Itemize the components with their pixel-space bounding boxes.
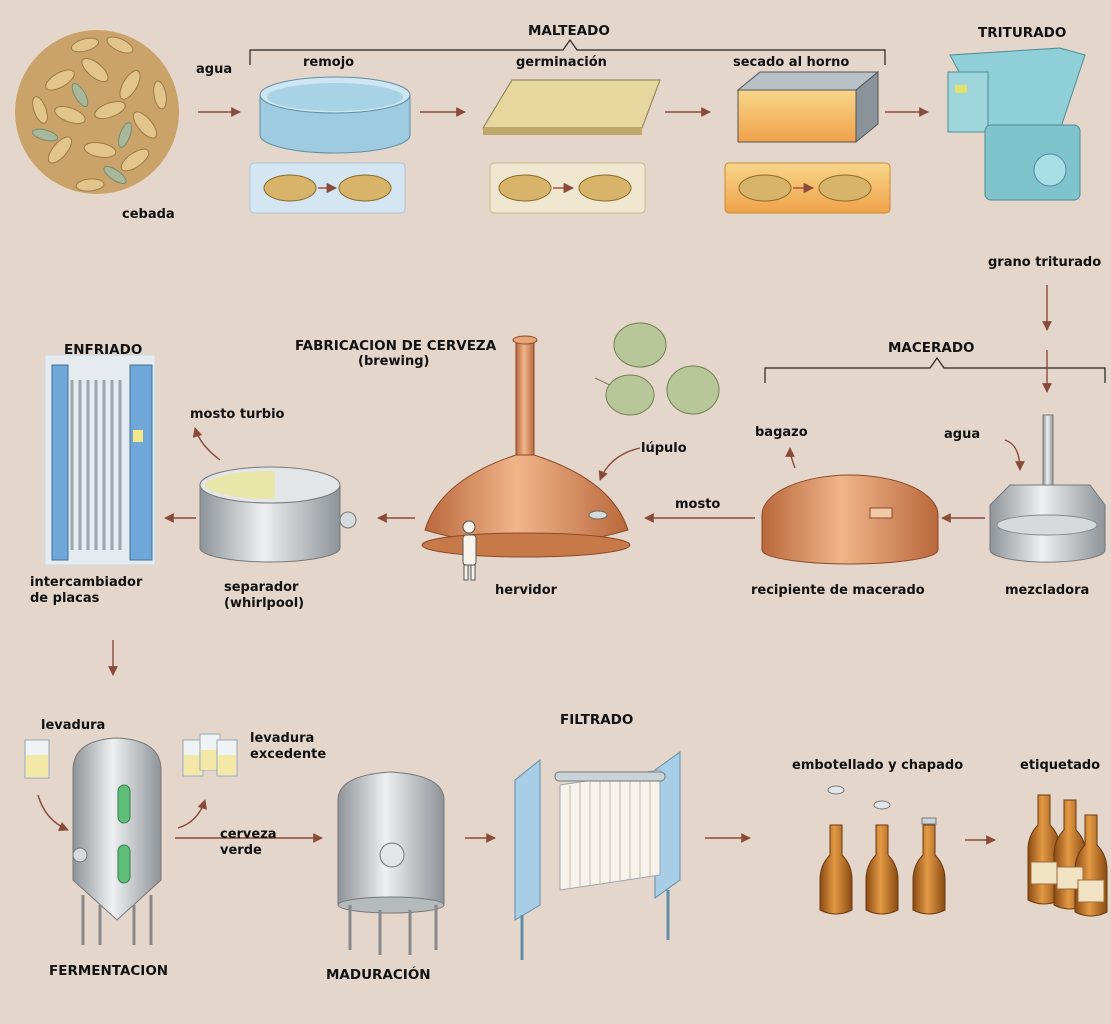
section-triturado: TRITURADO xyxy=(978,25,1066,41)
label-hervidor: hervidor xyxy=(495,583,557,599)
bottling-bottles xyxy=(820,786,945,914)
section-fabricacion: FABRICACION DE CERVEZA xyxy=(295,338,496,354)
label-cerveza-verde: cerveza verde xyxy=(220,827,277,859)
label-embotellado: embotellado y chapado xyxy=(792,758,963,774)
label-agua-mid: agua xyxy=(944,427,980,443)
grain-mill xyxy=(948,48,1085,200)
label-remojo: remojo xyxy=(303,55,354,71)
yeast-glass xyxy=(25,740,49,778)
arrow-yeast-in xyxy=(38,795,68,830)
filter-press xyxy=(515,752,680,960)
section-malteado: MALTEADO xyxy=(528,23,610,39)
label-agua-top: agua xyxy=(196,62,232,78)
lauter-tun xyxy=(762,475,938,564)
fermentation-tank xyxy=(73,738,161,945)
label-germinacion: germinación xyxy=(516,55,607,71)
label-grano-triturado: grano triturado xyxy=(988,255,1101,271)
label-separador: separador (whirlpool) xyxy=(224,580,304,612)
section-fermentacion: FERMENTACION xyxy=(49,963,168,979)
label-etiquetado: etiquetado xyxy=(1020,758,1100,774)
label-intercambiador: intercambiador de placas xyxy=(30,575,142,607)
arrow-yeast-out xyxy=(178,800,205,828)
label-cebada: cebada xyxy=(122,207,175,223)
label-mezcladora: mezcladora xyxy=(1005,583,1089,599)
hop-cones xyxy=(595,323,719,415)
plate-heat-exchanger xyxy=(45,355,155,565)
label-levadura-excedente: levadura excedente xyxy=(250,731,326,763)
mash-mixer xyxy=(990,415,1105,562)
maturation-tank xyxy=(338,772,444,955)
label-mosto-turbio: mosto turbio xyxy=(190,407,284,423)
excess-yeast-glasses xyxy=(183,734,237,776)
label-bagazo: bagazo xyxy=(755,425,808,441)
worker-figure xyxy=(463,521,476,580)
brew-kettle xyxy=(422,336,630,557)
label-lupulo: lúpulo xyxy=(641,441,687,457)
label-secado: secado al horno xyxy=(733,55,849,71)
kiln-oven xyxy=(725,72,890,213)
germination-tray xyxy=(483,80,660,213)
arrow-turbid-wort xyxy=(195,428,220,460)
whirlpool-separator xyxy=(200,467,356,562)
label-recipiente: recipiente de macerado xyxy=(751,583,925,599)
label-mosto: mosto xyxy=(675,497,720,513)
section-filtrado: FILTRADO xyxy=(560,712,633,728)
section-enfriado: ENFRIADO xyxy=(64,342,142,358)
soaking-tub xyxy=(250,77,410,213)
label-brewing: (brewing) xyxy=(358,354,429,370)
arrow-bagazo xyxy=(790,448,795,468)
labeled-bottles xyxy=(1028,795,1107,916)
arrow-water-mixer xyxy=(1005,440,1020,470)
section-macerado: MACERADO xyxy=(888,340,975,356)
arrow-hops xyxy=(600,448,640,480)
section-maduracion: MADURACIÓN xyxy=(326,967,431,983)
macerado-bracket xyxy=(765,358,1105,383)
barley-pile xyxy=(15,30,179,194)
label-levadura: levadura xyxy=(41,718,105,734)
